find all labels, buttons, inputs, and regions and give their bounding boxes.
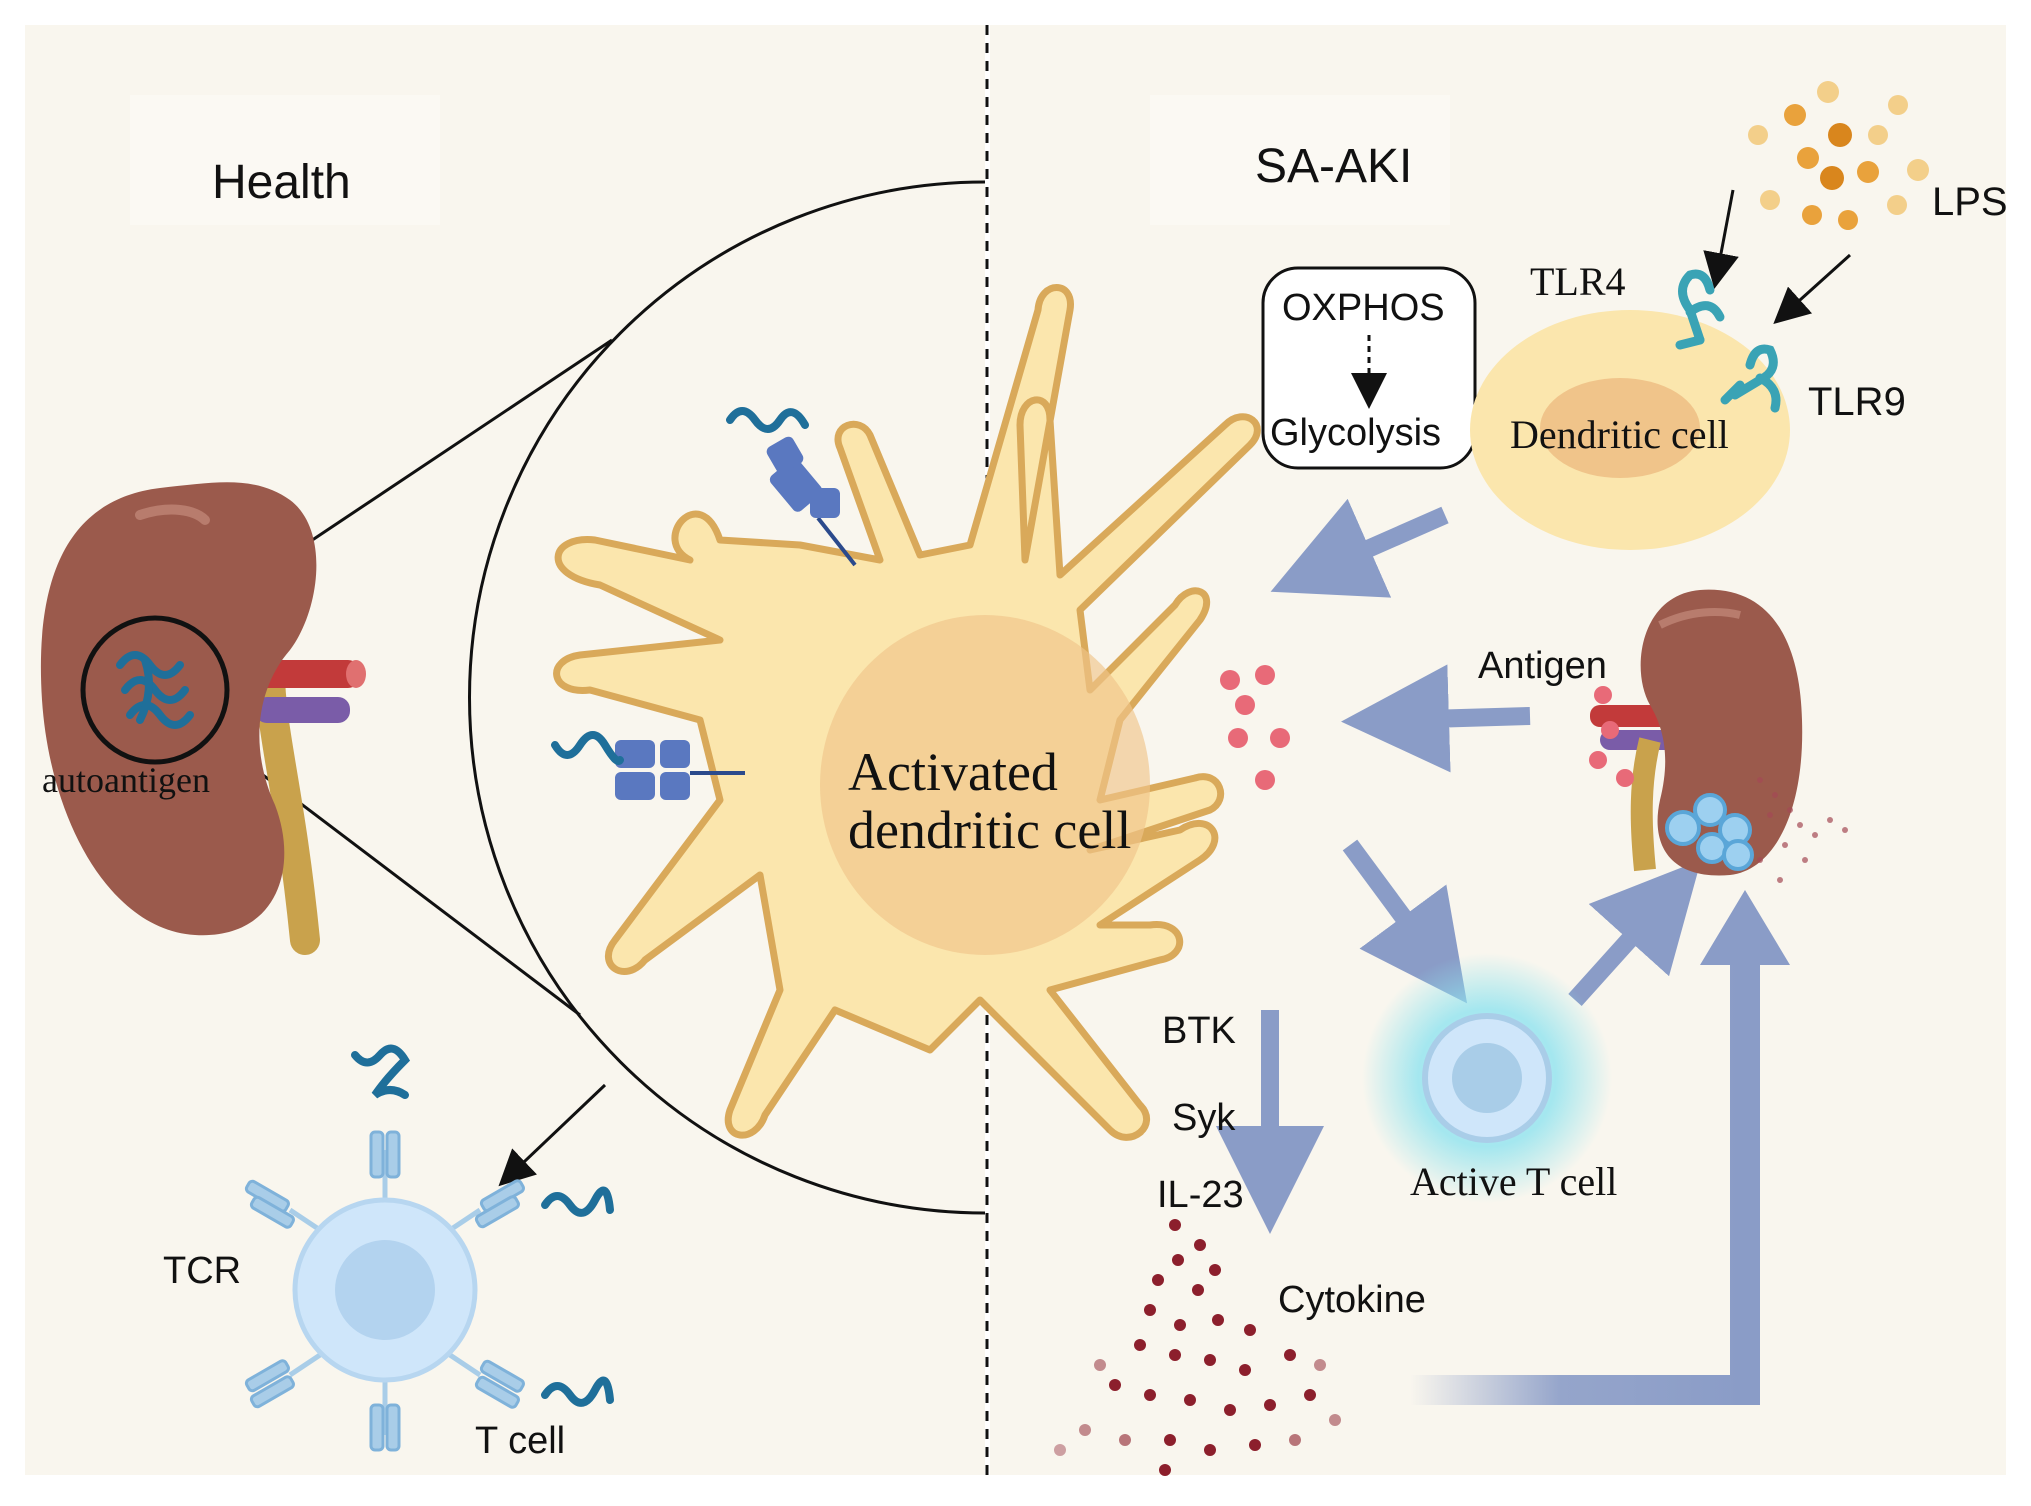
flow-arrows — [1216, 498, 1702, 1234]
active-t-cell-label: Active T cell — [1410, 1159, 1617, 1204]
activated-label-line2: dendritic cell — [848, 800, 1131, 860]
receptor-icon-top — [726, 407, 857, 567]
health-label: Health — [212, 156, 351, 209]
antigen-dots-dc — [1220, 665, 1290, 790]
health-t-cell — [244, 1130, 525, 1452]
autoantigen-label: autoantigen — [42, 760, 210, 800]
health-label-box — [130, 95, 440, 225]
kidney-injured-icon — [1590, 589, 1803, 876]
glycolysis-label: Glycolysis — [1270, 412, 1441, 454]
large-return-arrowhead — [1700, 890, 1790, 965]
zoom-circle — [468, 180, 986, 1215]
lps-arrow-tlr4 — [1703, 189, 1739, 289]
cytokine-label: Cytokine — [1278, 1279, 1426, 1321]
tlr9-label: TLR9 — [1808, 380, 1906, 424]
autoantigen-circle — [80, 615, 230, 765]
antigen-label: Antigen — [1478, 645, 1607, 687]
t-cell-label: T cell — [475, 1420, 565, 1462]
kidney-health-icon — [40, 482, 366, 955]
saaki-label: SA-AKI — [1255, 140, 1412, 193]
health-t-cell-arrow — [498, 1083, 607, 1187]
dendritic-cell-nucleus — [1540, 378, 1700, 478]
tlr4-label: TLR4 — [1530, 259, 1626, 304]
activated-dendritic-cell — [553, 284, 1261, 1141]
activated-label-line1: Activated — [848, 742, 1058, 802]
large-return-arrow — [1410, 965, 1760, 1405]
active-t-cell-nucleus — [1452, 1043, 1522, 1113]
tcr-label: TCR — [163, 1250, 241, 1292]
syk-label: Syk — [1172, 1097, 1236, 1139]
kidney-damage-dots — [1757, 777, 1848, 883]
cytokine-dots — [1054, 1219, 1341, 1476]
oxphos-label: OXPHOS — [1282, 287, 1445, 329]
tlr9-receptor-icon — [1720, 344, 1781, 413]
saaki-label-box — [1150, 95, 1450, 225]
dendritic-cell-label: Dendritic cell — [1510, 412, 1729, 457]
antigen-dots-kidney — [1589, 686, 1634, 787]
lps-particles — [1748, 81, 1929, 230]
health-antigen-icons — [351, 1044, 614, 1407]
autoantigen-icon — [116, 651, 194, 729]
btk-label: BTK — [1162, 1010, 1236, 1052]
kidney-immune-cells — [1665, 793, 1754, 871]
il23-label: IL-23 — [1157, 1174, 1244, 1216]
lps-arrow-tlr9 — [1773, 253, 1852, 325]
lps-label: LPS — [1932, 180, 2008, 224]
receptor-icon-left — [551, 731, 745, 800]
